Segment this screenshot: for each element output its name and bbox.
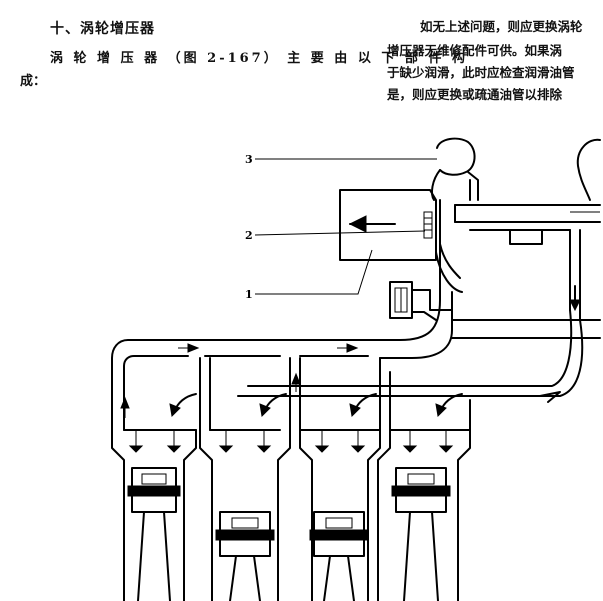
callout-label: 2 (245, 229, 253, 242)
callout-label: 3 (245, 153, 253, 166)
cylinder-1 (111, 429, 197, 601)
exhaust-manifold (120, 309, 584, 431)
turbo-shaft-housing (435, 199, 601, 293)
compressor-housing (431, 137, 479, 201)
body-text-line: 涡 轮 增 压 器 （图 2-167） 主 要 由 以 下 部 件 构 (50, 51, 468, 66)
compressor-intake (339, 189, 437, 261)
body-text-line: 如无上述问题，则应更换涡轮 (420, 19, 583, 34)
body-text-line: 于缺少润滑，此时应检查润滑油管 (387, 65, 575, 80)
cylinder-2 (199, 429, 291, 601)
turbine-housing (569, 138, 601, 321)
section-heading: 十、涡轮增压器 (50, 21, 155, 37)
body-text-line: 增压器无维修配件可供。如果涡 (387, 43, 563, 58)
body-text-line: 成： (20, 74, 47, 89)
cylinder-4 (377, 399, 471, 601)
intake-manifold-pipe (111, 289, 601, 431)
callout-label: 1 (245, 288, 253, 301)
leader-line (255, 249, 373, 295)
wastegate-actuator (389, 281, 453, 321)
cylinder-3 (299, 429, 381, 601)
body-text-line: 是，则应更换或疏通油管以排除 (387, 87, 563, 102)
flow-arrows (169, 393, 463, 418)
